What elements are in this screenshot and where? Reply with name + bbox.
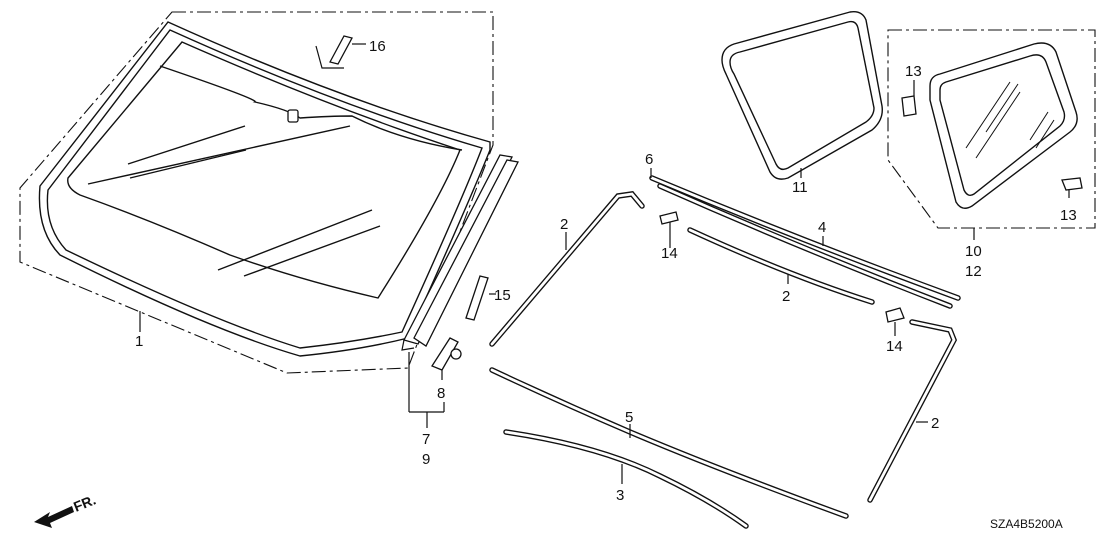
pillar-molding <box>401 154 519 351</box>
part-13-clip-left <box>901 80 917 117</box>
part-16-clip <box>315 35 366 69</box>
windshield-glass <box>38 21 491 357</box>
part-2-middle-molding <box>687 227 875 305</box>
callout-8: 8 <box>437 385 445 402</box>
callout-5: 5 <box>625 409 633 426</box>
callout-2-right: 2 <box>931 415 939 432</box>
callout-13-left: 13 <box>905 63 922 80</box>
bracket-7-9 <box>408 352 445 428</box>
callout-15: 15 <box>494 287 511 304</box>
callout-9: 9 <box>422 451 430 468</box>
callout-7: 7 <box>422 431 430 448</box>
part-5-lower-molding <box>489 367 849 519</box>
part-6-4-roof-molding <box>649 168 961 309</box>
callout-16: 16 <box>369 38 386 55</box>
front-indicator-label: FR. <box>71 491 98 514</box>
part-3-bottom-molding <box>503 429 749 529</box>
part-11-quarter-seal <box>721 10 883 180</box>
part-13-clip-right <box>1061 177 1083 198</box>
part-15-strip <box>465 275 496 321</box>
callout-1: 1 <box>135 333 143 350</box>
part-2-right-molding <box>867 319 958 503</box>
quarter-glass-group-outline <box>887 29 1096 229</box>
callout-2-middle: 2 <box>782 288 790 305</box>
callout-10: 10 <box>965 243 982 260</box>
part-2-left-molding <box>489 191 645 347</box>
windshield-group-outline <box>19 11 494 374</box>
callout-6: 6 <box>645 151 653 168</box>
callout-3: 3 <box>616 487 624 504</box>
diagram-code: SZA4B5200A <box>990 517 1063 531</box>
part-14-clip-top <box>659 211 679 248</box>
callout-13-right: 13 <box>1060 207 1077 224</box>
callout-4: 4 <box>818 219 826 236</box>
callout-11: 11 <box>792 179 808 196</box>
part-10-12-quarter-glass <box>929 42 1078 209</box>
part-8-clip <box>431 337 462 380</box>
callout-14-top: 14 <box>661 245 678 262</box>
callout-2-left: 2 <box>560 216 568 233</box>
part-14-clip-right <box>885 307 905 336</box>
callout-14-right: 14 <box>886 338 903 355</box>
front-arrow-icon <box>34 506 74 528</box>
callout-12: 12 <box>965 263 982 280</box>
